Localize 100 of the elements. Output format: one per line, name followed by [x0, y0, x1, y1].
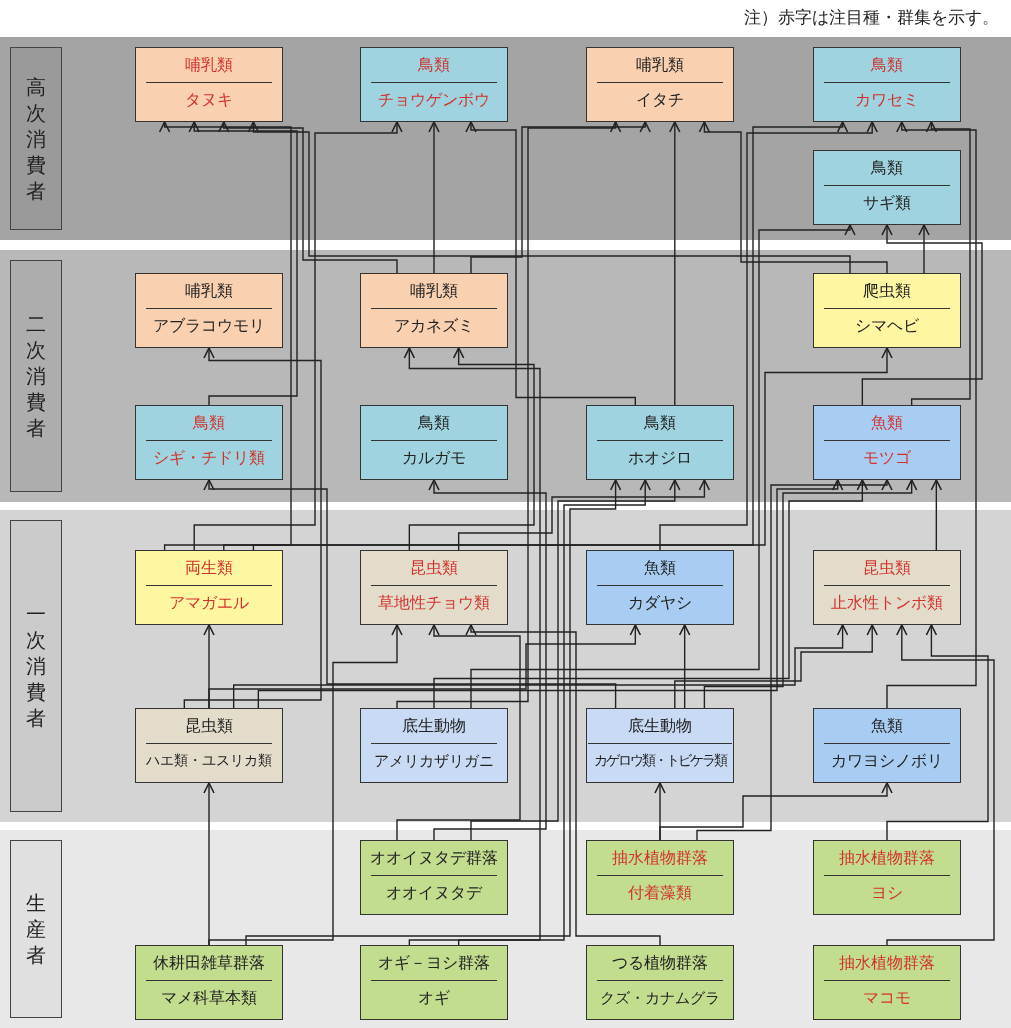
species-name: ヨシ: [824, 875, 950, 910]
species-name: アブラコウモリ: [146, 308, 272, 343]
arrow: [252, 121, 849, 551]
species-box: [813, 550, 961, 625]
species-box: [586, 550, 734, 625]
species-name: カルガモ: [371, 440, 497, 475]
arrow: [457, 479, 711, 551]
species-box: [813, 47, 961, 122]
arrow: [886, 121, 977, 709]
species-name: アマガエル: [146, 585, 272, 620]
species-name: アメリカザリガニ: [371, 743, 497, 778]
species-name: タヌキ: [146, 82, 272, 117]
group-name: 哺乳類: [184, 55, 234, 75]
arrow: [403, 347, 541, 946]
arrow: [158, 121, 292, 551]
species-name: シマヘビ: [824, 308, 950, 343]
species-box: [813, 150, 961, 225]
species-box: [813, 945, 961, 1020]
species-name: イタチ: [597, 82, 723, 117]
group-name: 鳥類: [417, 55, 451, 75]
arrow: [674, 624, 878, 709]
species-name: サギ類: [824, 185, 950, 220]
group-name: 哺乳類: [635, 55, 685, 75]
group-name: オオイヌタデ群落: [369, 848, 499, 868]
arrow: [208, 624, 642, 709]
group-name: 鳥類: [192, 413, 226, 433]
group-name: 昆虫類: [862, 558, 912, 578]
species-box: [586, 945, 734, 1020]
arrow: [861, 224, 983, 406]
species-box: [360, 840, 508, 915]
arrow: [433, 479, 869, 709]
group-name: つる植物群落: [611, 953, 709, 973]
arrow: [218, 121, 398, 274]
species-name: オオイヌタデ: [371, 875, 497, 910]
group-name: 底生動物: [401, 716, 467, 736]
species-box: [135, 708, 283, 783]
arrow: [193, 121, 403, 551]
species-name: ハエ類・ユスリカ類: [146, 743, 272, 778]
arrow: [188, 121, 298, 406]
group-name: 鳥類: [870, 158, 904, 178]
arrow: [408, 347, 535, 551]
arrow: [203, 782, 215, 946]
species-box: [586, 708, 734, 783]
species-name: カダヤシ: [597, 585, 723, 620]
species-box: [360, 708, 508, 783]
group-name: 昆虫類: [409, 558, 459, 578]
group-name: 鳥類: [870, 55, 904, 75]
arrow: [247, 121, 851, 274]
species-box: [586, 840, 734, 915]
group-name: 昆虫類: [184, 716, 234, 736]
species-box: [360, 945, 508, 1020]
species-box: [813, 708, 961, 783]
level-box: [10, 520, 62, 812]
note-text: 注）赤字は注目種・群集を示す。: [744, 7, 999, 29]
arrow: [183, 347, 322, 709]
group-name: 底生動物: [627, 716, 693, 736]
arrow: [698, 121, 888, 274]
arrow: [223, 347, 893, 551]
arrow: [910, 121, 971, 406]
group-name: 両生類: [184, 558, 234, 578]
group-name: 抽水植物群落: [838, 848, 936, 868]
arrow: [232, 624, 849, 709]
species-name: アカネズミ: [371, 308, 497, 343]
arrow: [257, 479, 844, 709]
group-name: 抽水植物群落: [838, 953, 936, 973]
species-name: マコモ: [824, 980, 950, 1015]
species-name: 付着藻類: [597, 875, 723, 910]
arrow: [465, 624, 661, 946]
species-name: ホオジロ: [597, 440, 723, 475]
species-name: モツゴ: [824, 440, 950, 475]
species-name: カワヨシノボリ: [824, 743, 950, 778]
level-label: 一次消費者: [25, 602, 47, 731]
species-name: カワセミ: [824, 82, 950, 117]
species-box: [135, 550, 283, 625]
species-name: 草地性チョウ類: [371, 585, 497, 620]
group-name: 鳥類: [643, 413, 677, 433]
arrow: [930, 479, 943, 551]
arrow: [659, 782, 893, 841]
level-box: [10, 260, 62, 492]
arrow: [918, 224, 930, 274]
species-box: [135, 273, 283, 348]
group-name: 魚類: [870, 716, 904, 736]
arrow: [470, 121, 651, 274]
species-box: [135, 405, 283, 480]
level-box: [10, 47, 62, 230]
group-name: 爬虫類: [862, 281, 912, 301]
species-box: [135, 47, 283, 122]
species-box: [360, 47, 508, 122]
group-name: 休耕田雑草群落: [152, 953, 266, 973]
arrow: [457, 479, 651, 946]
species-box: [813, 273, 961, 348]
group-name: 抽水植物群落: [611, 848, 709, 868]
group-name: 魚類: [643, 558, 677, 578]
species-box: [135, 945, 283, 1020]
arrow: [470, 224, 856, 709]
arrow: [669, 121, 681, 406]
species-box: [586, 47, 734, 122]
group-name: オギ－ヨシ群落: [377, 953, 491, 973]
arrow: [886, 624, 989, 841]
species-name: クズ・カナムグラ: [597, 980, 723, 1015]
